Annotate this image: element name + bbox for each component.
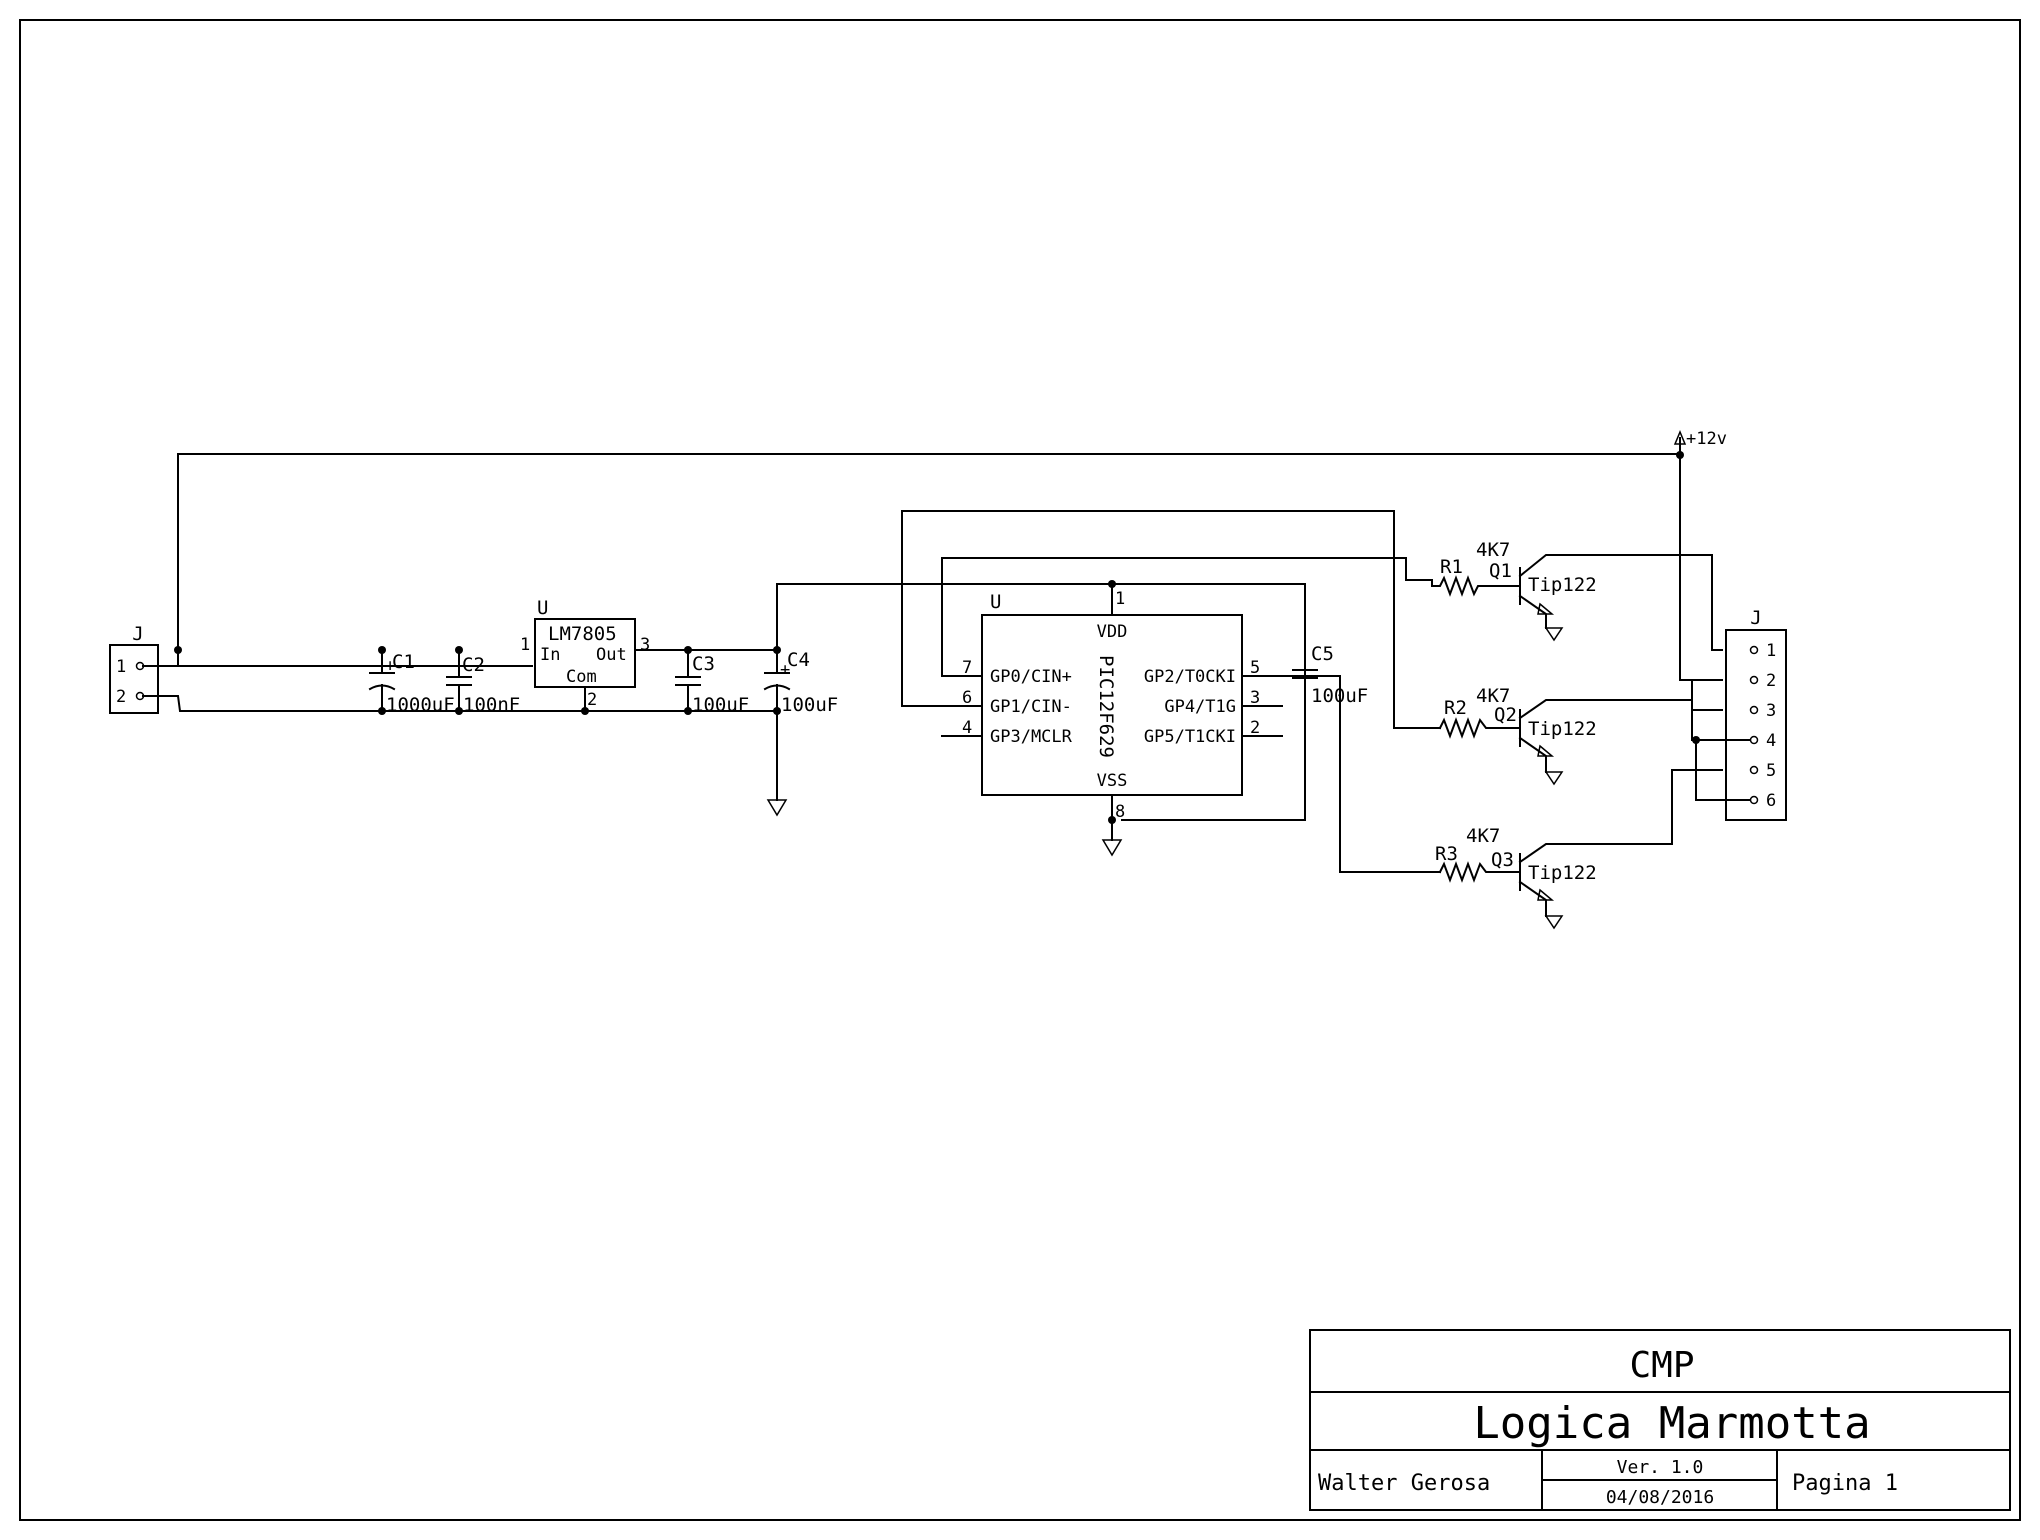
ground-icon	[1101, 839, 1123, 857]
q1-ref: Q1	[1489, 560, 1512, 582]
mcu-left-pin-2: GP3/MCLR	[990, 727, 1073, 747]
regulator-part: LM7805	[548, 623, 617, 645]
mcu-left-pin-1: GP1/CIN-	[990, 697, 1072, 717]
connector-out-pin-3: 3	[1766, 701, 1776, 721]
connector-out-pin-4: 4	[1766, 731, 1776, 751]
resistor-r2: R2 4K7	[1438, 685, 1521, 739]
c3-ref: C3	[692, 653, 715, 675]
connector-in: J 1 2	[109, 623, 159, 714]
mcu-pic12f629: U VDD VSS 1 8 PIC12F629 GP0/CIN+ GP1/CIN…	[941, 583, 1283, 841]
r3-ref: R3	[1435, 843, 1458, 865]
power-12v-symbol: +12v	[1673, 429, 1727, 455]
mcu-left-pin-0: GP0/CIN+	[990, 667, 1072, 687]
regulator-pin-out: Out	[596, 645, 627, 665]
regulator-num-out: 3	[640, 635, 650, 655]
connector-out-pin-6: 6	[1766, 791, 1776, 811]
wire-gp2-r3	[1281, 675, 1441, 873]
r3-value: 4K7	[1466, 825, 1500, 847]
title-project: Logica Marmotta	[1473, 1398, 1870, 1449]
c4-value: 100uF	[781, 694, 838, 716]
c2-value: 100nF	[463, 694, 520, 716]
capacitor-c5: C5 100uF	[1292, 583, 1368, 821]
mcu-right-num-1: 3	[1250, 688, 1260, 708]
q3-ref: Q3	[1491, 849, 1514, 871]
wire-j4-j6	[1695, 739, 1751, 801]
sheet-border	[19, 19, 2021, 1521]
connector-out: J 1 2 3 4 5 6	[1725, 607, 1787, 821]
transistor-q2: Q2 Tip122	[1494, 699, 1723, 786]
ground-icon	[766, 799, 788, 817]
connector-out-ref: J	[1750, 607, 1761, 629]
mcu-left-num-0: 7	[962, 658, 972, 678]
mcu-vss: VSS	[1097, 771, 1128, 791]
regulator-ref: U	[537, 597, 548, 619]
regulator-pin-com: Com	[566, 667, 597, 687]
c1-value: 1000uF	[386, 694, 455, 716]
wire-ground-rail	[142, 695, 777, 712]
c2-ref: C2	[462, 654, 485, 676]
q2-ref: Q2	[1494, 704, 1517, 726]
capacitor-c2: C2 100nF	[446, 649, 520, 716]
mcu-vdd-num: 1	[1115, 589, 1125, 609]
connector-in-pin-1: 1	[116, 657, 126, 677]
regulator-lm7805: U LM7805 In Out Com 1 3 2	[520, 597, 650, 712]
c3-value: 100uF	[692, 694, 749, 716]
mcu-right-pin-2: GP5/T1CKI	[1144, 727, 1236, 747]
resistor-r3: R3 4K7	[1435, 825, 1521, 883]
c5-ref: C5	[1311, 643, 1334, 665]
transistor-q3: Q3 Tip122	[1491, 769, 1723, 930]
c1-ref: C1	[392, 651, 415, 673]
r1-ref: R1	[1440, 556, 1463, 578]
connector-out-pin-2: 2	[1766, 671, 1776, 691]
title-version: Ver. 1.0	[1617, 1457, 1704, 1478]
connector-in-ref: J	[132, 623, 143, 645]
regulator-num-com: 2	[587, 690, 597, 710]
regulator-pin-in: In	[540, 645, 560, 665]
wire-gp1-r2	[901, 510, 1441, 729]
title-company: CMP	[1629, 1345, 1694, 1386]
wire-12v-to-j2	[1679, 454, 1723, 681]
mcu-vdd: VDD	[1097, 622, 1128, 642]
mcu-right-pin-1: GP4/T1G	[1164, 697, 1236, 717]
resistor-r1: R1 4K7	[1431, 539, 1521, 597]
mcu-vss-num: 8	[1115, 802, 1125, 822]
mcu-left-num-1: 6	[962, 688, 972, 708]
transistor-q1: Q1 Tip122	[1489, 554, 1723, 651]
regulator-num-in: 1	[520, 635, 530, 655]
title-block: CMP Logica Marmotta Walter Gerosa Ver. 1…	[1309, 1329, 2011, 1511]
r2-value: 4K7	[1476, 685, 1510, 707]
wire-5v-rail	[634, 583, 1306, 821]
mcu-right-pin-0: GP2/T0CKI	[1144, 667, 1236, 687]
c1-plus: +	[385, 656, 395, 676]
title-page: Pagina 1	[1792, 1471, 1898, 1496]
capacitor-c3: C3 100uF	[675, 649, 749, 716]
q2-part: Tip122	[1528, 718, 1597, 740]
wire-gp0-r1	[941, 557, 1433, 677]
title-date: 04/08/2016	[1606, 1487, 1714, 1508]
title-author: Walter Gerosa	[1318, 1471, 1490, 1496]
r2-ref: R2	[1444, 697, 1467, 719]
c4-ref: C4	[787, 649, 810, 671]
q1-part: Tip122	[1528, 574, 1597, 596]
q3-part: Tip122	[1528, 862, 1597, 884]
mcu-right-num-0: 5	[1250, 658, 1260, 678]
mcu-part: PIC12F629	[1095, 655, 1117, 758]
capacitor-c4: + C4 100uF	[763, 649, 838, 801]
connector-out-pin-1: 1	[1766, 641, 1776, 661]
c4-plus: +	[780, 660, 790, 680]
r1-value: 4K7	[1476, 539, 1510, 561]
mcu-left-num-2: 4	[962, 718, 972, 738]
mcu-ref: U	[990, 591, 1001, 613]
connector-out-pin-5: 5	[1766, 761, 1776, 781]
connector-in-pin-2: 2	[116, 687, 126, 707]
capacitor-c1: + C1 1000uF	[368, 649, 455, 716]
mcu-right-num-2: 2	[1250, 718, 1260, 738]
power-12v-label: +12v	[1686, 429, 1727, 449]
